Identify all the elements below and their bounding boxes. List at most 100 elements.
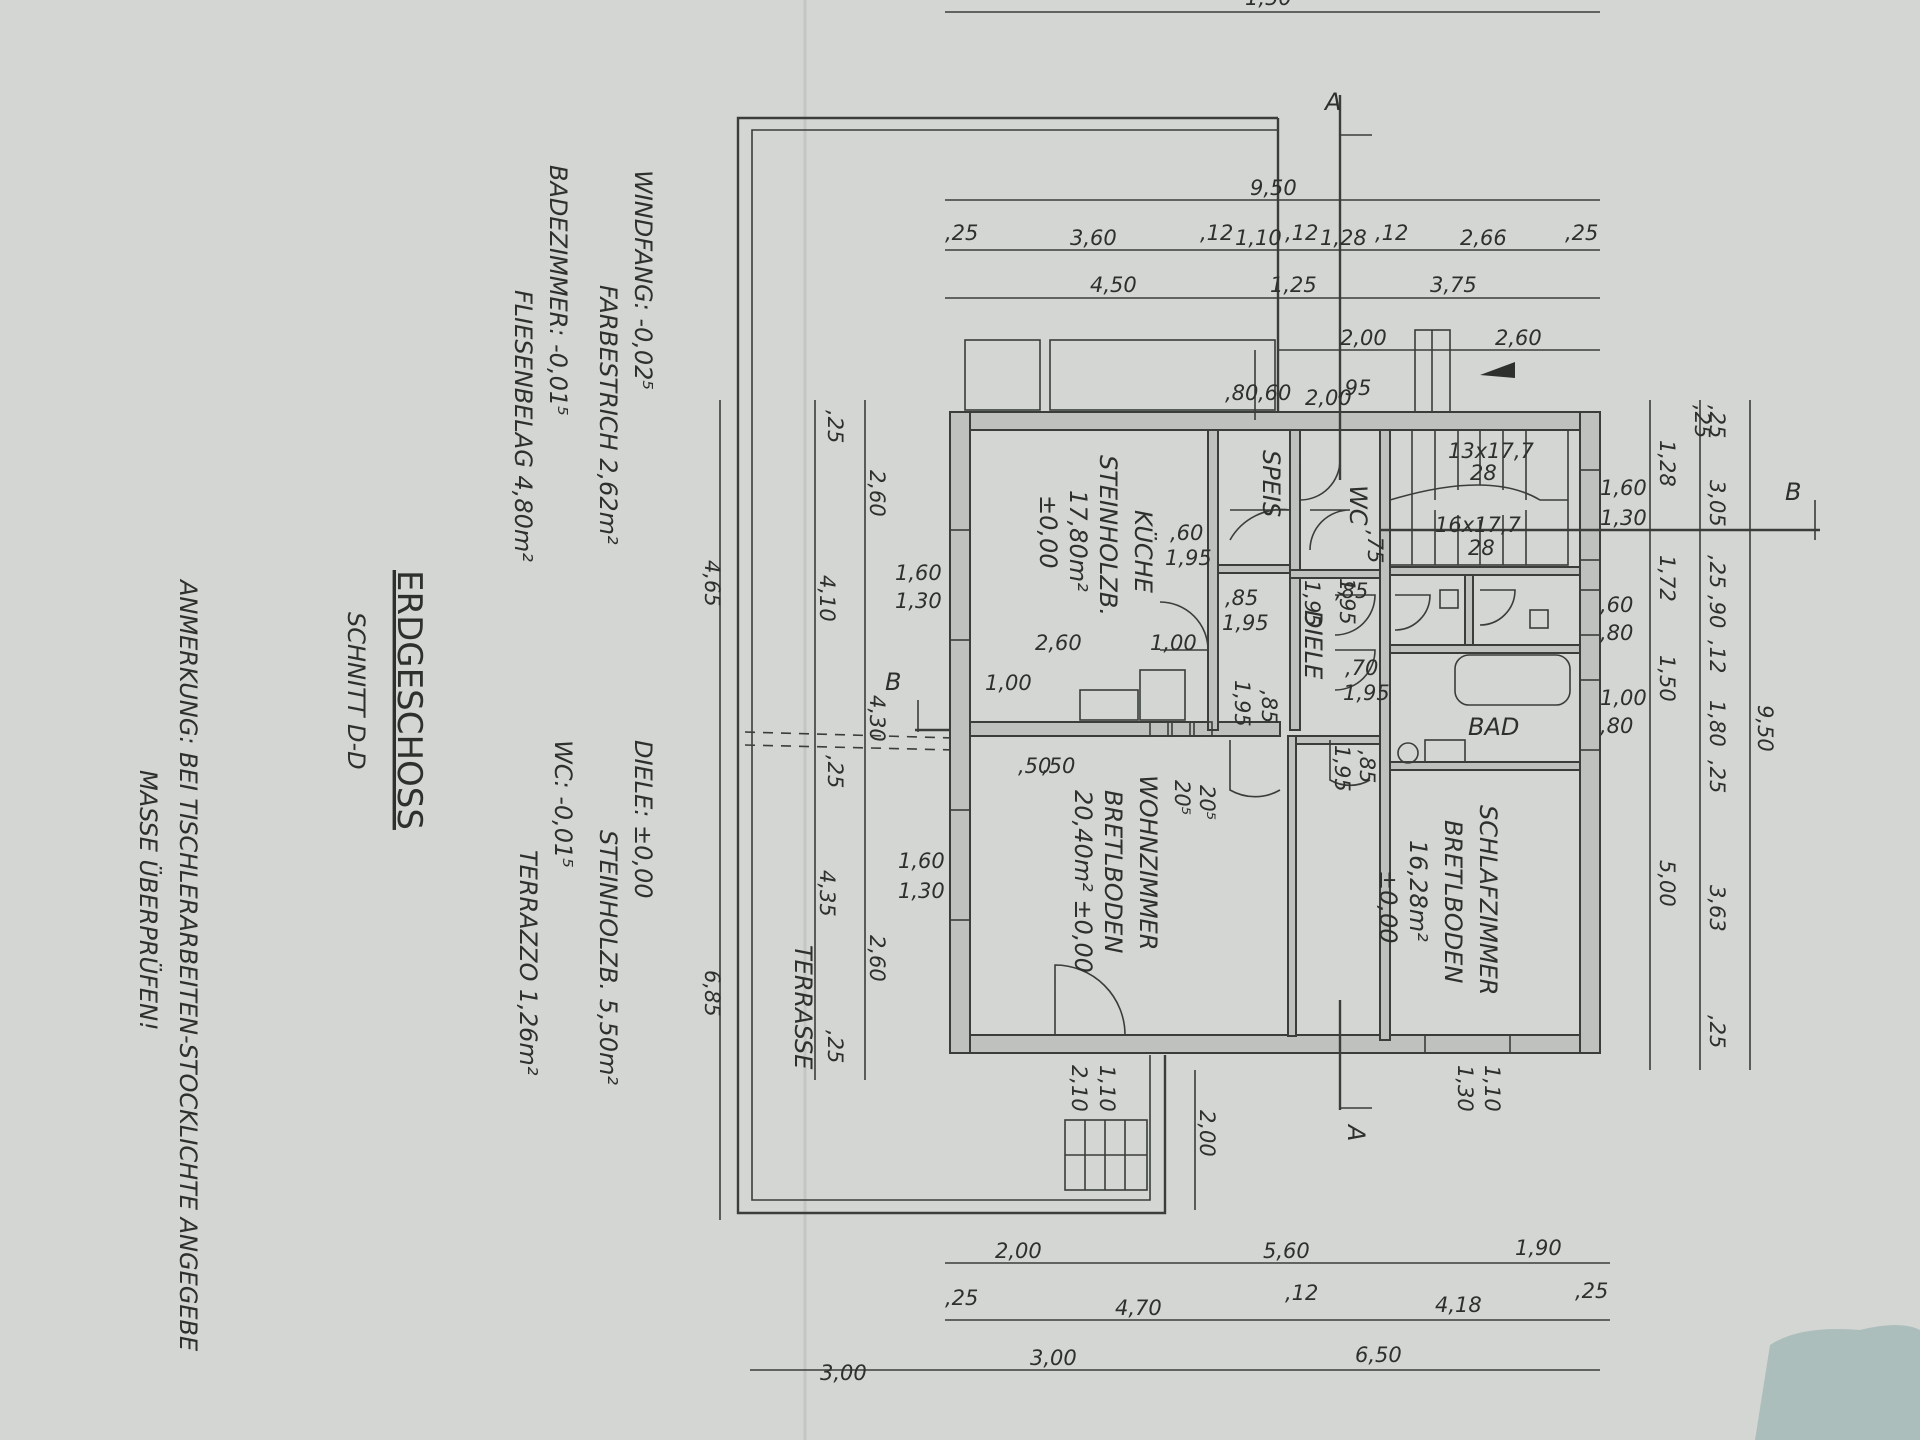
dim-bedroom-window-b: 1,30 [1453, 1065, 1477, 1112]
stair-label-c: 16x17,7 [1435, 513, 1522, 537]
dim-right-n: ,25 [1690, 405, 1714, 438]
schedule-windfang-detail: FARBESTRICH 2,62m² [594, 285, 622, 545]
door-swings [1054, 459, 1516, 1036]
dim-window-k-b: 1,30 [895, 589, 942, 613]
dim-right-h: ,90 [1705, 595, 1729, 628]
schedule-diele-detail: STEINHOLZB. 5,50m² [594, 830, 622, 1085]
dim-kitchen-run-a: 2,60 [1035, 631, 1082, 655]
dimension-labels: 1,50 9,50 ,25 3,60 ,12 1,10 ,12 1,28 ,12… [700, 0, 1777, 1385]
windows [949, 469, 1601, 1054]
schedule-wc-detail: TERRAZZO 1,26m² [514, 850, 542, 1076]
dim-right-d: 5,00 [1655, 860, 1679, 907]
dim-entry-f: ,95 [1338, 376, 1371, 400]
room-wohnzimmer: WOHNZIMMER [1134, 775, 1162, 950]
dim-terrace-door-b: 2,10 [1067, 1065, 1091, 1112]
dim-top-row2-2: ,12 [1200, 221, 1233, 245]
dim-chimney-b: 20⁵ [1170, 780, 1194, 815]
dim-bottom-row3-2: 6,50 [1355, 1343, 1402, 1367]
section-marker-labels: A A B B [885, 88, 1801, 1141]
dim-terrace-depth: 2,00 [1195, 1110, 1219, 1157]
dim-pillar-b: ,50 [1018, 754, 1051, 778]
dim-bottom-row1-2: 1,90 [1515, 1236, 1562, 1260]
dim-pillar-a: ,50 [1042, 754, 1075, 778]
dim-left-a: 2,60 [865, 470, 889, 517]
section-a-top: A [1323, 88, 1341, 116]
room-labels: KÜCHE STEINHOLZB. 17,80m² ±0,00 SPEIS WC… [789, 439, 1535, 1070]
dim-entry-d: ,60 [1258, 381, 1291, 405]
dim-right-l: 3,63 [1705, 885, 1729, 932]
dim-diele-door-c: ,85 [1335, 579, 1368, 603]
dim-entry-c: ,80 [1225, 381, 1258, 405]
dim-bottom-row3-0: 3,00 [820, 1361, 867, 1385]
dim-right-overall: 9,50 [1753, 705, 1777, 752]
dim-bottom-row2-2: ,12 [1285, 1281, 1318, 1305]
room-kueche-level: ±0,00 [1034, 495, 1062, 569]
dimension-lines [719, 11, 1751, 1371]
title-block: ERDGESCHOSS SCHNITT D-D ANMERKUNG: BEI T… [134, 570, 429, 1352]
dim-right-i: ,12 [1705, 640, 1729, 673]
dim-diele-door-a: ,85 [1225, 586, 1258, 610]
schedule-wc: WC: -0,01⁵ [549, 740, 577, 868]
dim-left-b: 4,10 [815, 575, 839, 622]
dim-left-h: ,25 [823, 1030, 847, 1063]
dim-left-e: 2,60 [865, 935, 889, 982]
dim-entry-a: 2,00 [1340, 326, 1387, 350]
dim-right-f: 3,05 [1705, 480, 1729, 527]
terrace-outline [736, 116, 1280, 1215]
dim-top-row2-3: 1,10 [1235, 226, 1282, 250]
dim-bedroom-window-a: 1,10 [1480, 1065, 1504, 1112]
room-bad: BAD [1468, 713, 1519, 741]
main-staircase [1389, 429, 1569, 566]
dim-top-row2-1: 3,60 [1070, 226, 1117, 250]
schedule-badezimmer-detail: FLIESENBELAG 4,80m² [509, 290, 537, 562]
room-kueche-area: 17,80m² [1064, 490, 1092, 592]
dim-left-c: 4,30 [865, 695, 889, 742]
dim-top-cut: 1,50 [1245, 0, 1292, 10]
section-b-left: B [885, 668, 901, 696]
dim-window-wc-b: ,80 [1600, 621, 1633, 645]
entry-stair [964, 329, 1515, 413]
room-kueche-floor: STEINHOLZB. [1094, 455, 1122, 616]
dim-kitchen-door-a: ,60 [1170, 521, 1203, 545]
dim-schlaf-door-b: 1,95 [1330, 745, 1354, 792]
dim-window-s-b: 1,30 [1600, 506, 1647, 530]
dim-left-d: 4,35 [815, 870, 839, 917]
dim-schlaf-door-a: ,85 [1355, 750, 1379, 783]
dim-entry-e: 2,00 [1305, 386, 1352, 410]
room-kueche: KÜCHE [1129, 510, 1158, 594]
dim-right-j: 1,80 [1705, 700, 1729, 747]
dim-top-row2-0: ,25 [945, 221, 978, 245]
dim-wc-door-a: ,75 [1363, 530, 1387, 563]
drawing-subtitle: SCHNITT D-D [342, 612, 370, 770]
dim-top-row2-4: ,12 [1285, 221, 1318, 245]
dim-left-overall-a: 4,65 [700, 560, 724, 607]
dim-right-g: ,25 [1705, 555, 1729, 588]
room-schlafzimmer-floor: BRETLBODEN [1439, 820, 1467, 983]
dim-window-bad-a: 1,00 [1600, 686, 1647, 710]
dim-bottom-row3-1: 3,00 [1030, 1346, 1077, 1370]
dim-wc-door-b: 1,95 [1335, 578, 1359, 625]
drawing-title: ERDGESCHOSS [389, 570, 429, 830]
dim-bottom-row2-0: ,25 [945, 1286, 978, 1310]
dim-bottom-row1-0: 2,00 [995, 1239, 1042, 1263]
dim-wohn-door-a: ,85 [1257, 690, 1281, 723]
remark-line-2: MASSE ÜBERPRÜFEN! [134, 770, 163, 1031]
stair-label-d: 28 [1468, 536, 1495, 560]
room-wohnzimmer-area: 20,40m² ±0,00 [1069, 790, 1097, 973]
dim-chimney-a: 20⁵ [1195, 785, 1219, 820]
room-schlafzimmer-area: 16,28m² [1404, 840, 1432, 942]
dim-terrace-door-a: 1,10 [1095, 1065, 1119, 1112]
dim-left-g: ,25 [823, 755, 847, 788]
terrace-steps [1064, 1119, 1148, 1191]
dim-top-overall: 9,50 [1250, 176, 1297, 200]
dim-bottom-row2-3: 4,18 [1435, 1293, 1482, 1317]
room-terrasse: TERRASSE [789, 945, 817, 1070]
room-schlafzimmer: SCHLAFZIMMER [1474, 805, 1502, 995]
dim-entry-b: 2,60 [1495, 326, 1542, 350]
fixtures [1079, 589, 1571, 764]
dim-bad-door-a: ,70 [1345, 656, 1378, 680]
dim-bottom-row2-4: ,25 [1575, 1279, 1608, 1303]
dim-top-row2-6: ,12 [1375, 221, 1408, 245]
dim-window-w-b: 1,30 [898, 879, 945, 903]
